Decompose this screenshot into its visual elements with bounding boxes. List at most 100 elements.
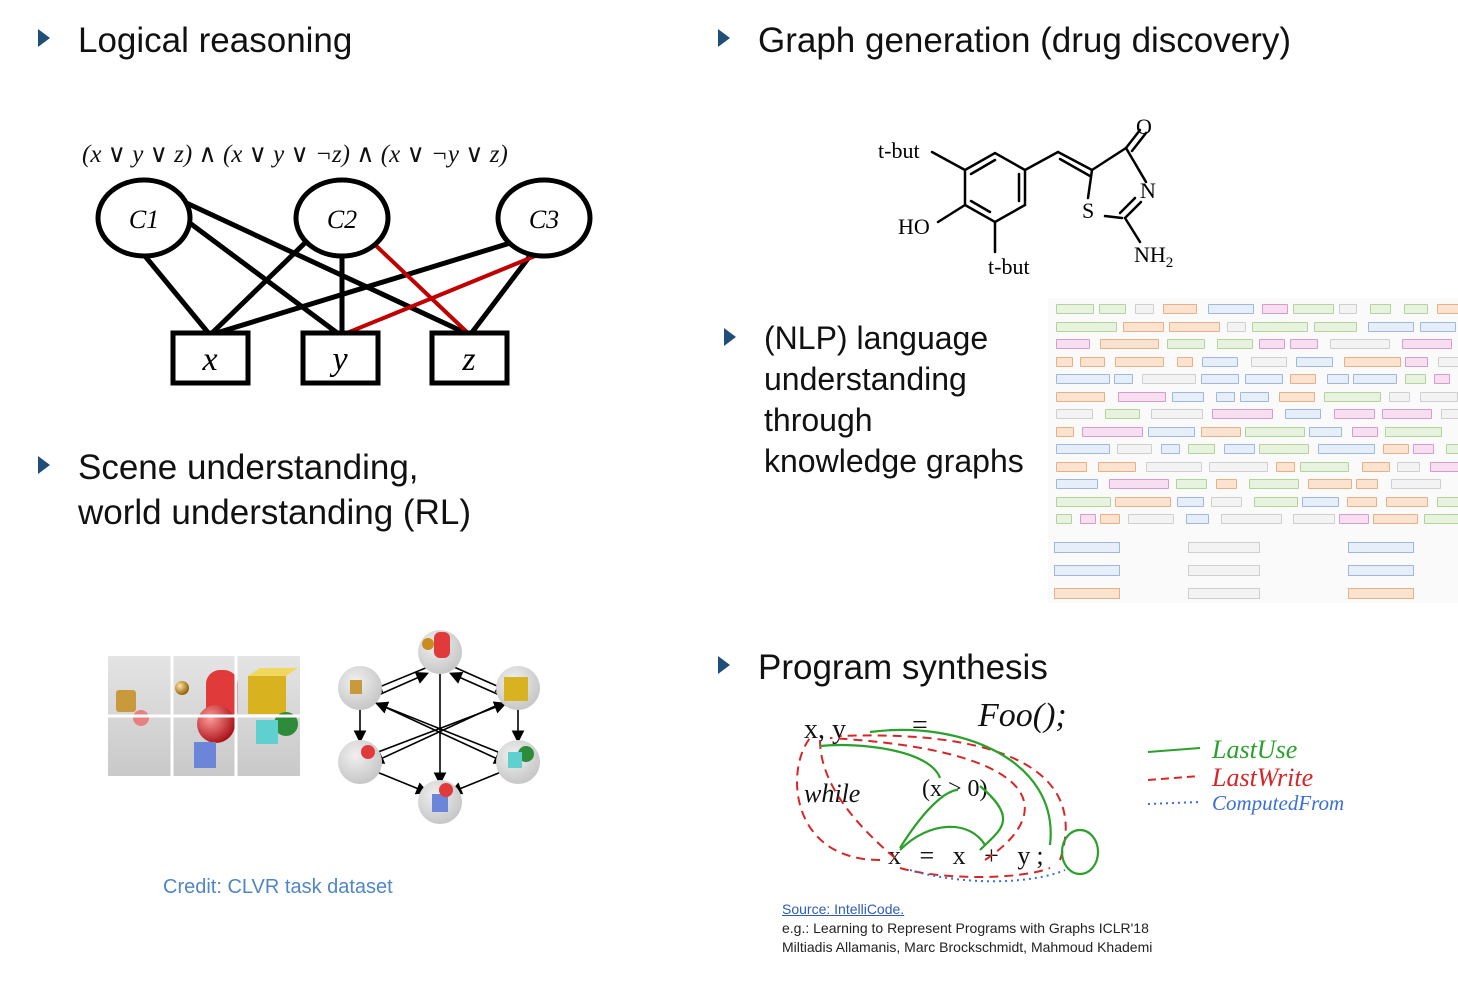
clause-label: C2 [327,205,357,234]
kg-annotation-chip [1441,409,1458,419]
clause-label: C3 [529,205,559,234]
kg-annotation-chip [1405,374,1426,384]
kg-annotation-chip [1437,304,1458,314]
bullet-line: through [764,402,873,438]
kg-annotation-chip [1082,426,1143,437]
kg-annotation-chip [1262,304,1288,314]
kg-annotation-chip [1240,391,1269,402]
sat-factor-graph: (x ∨ y ∨ z) ∧ (x ∨ y ∨ ¬z) ∧ (x ∨ ¬y ∨ z… [82,141,593,386]
kg-annotation-chip [1373,514,1418,524]
kg-relation-chip [1348,542,1414,553]
kg-annotation-chip [1186,514,1209,524]
bullet-scene-understanding: Scene understanding, world understanding… [38,445,471,535]
edge-c2-x [208,236,312,337]
source-citation: Source: IntelliCode. e.g.: Learning to R… [782,900,1152,957]
benzene-ring [963,151,1027,224]
kg-annotation-chip [1413,444,1434,454]
variable-node-z: z [429,330,510,386]
kg-annotation-chip [1105,409,1140,419]
kg-annotation-chip [1123,321,1164,332]
kg-annotation-chip [1177,496,1204,507]
kg-annotation-chip [1146,461,1202,472]
kg-annotation-chip [1397,461,1420,472]
kg-annotation-chip [1259,339,1285,349]
credit-caption: Credit: CLVR task dataset [163,876,393,898]
code-lhs: x, y [804,714,846,745]
kg-annotation-chip [1318,444,1375,454]
kg-annotation-chip [1370,304,1391,314]
kg-annotation-chip [1056,426,1074,437]
kg-annotation-chip [1300,461,1349,472]
kg-annotation-chip [1249,479,1299,489]
kg-annotation-chip [1211,496,1242,507]
last-write-edges [796,734,1067,878]
clause-node-c1: C1 [95,177,193,259]
knowledge-graph-illustration [1048,298,1458,603]
kg-annotation-chip [1276,461,1295,472]
kg-annotation-chip [1128,514,1174,524]
kg-annotation-chip [1056,409,1093,419]
kg-annotation-chip [1330,339,1390,349]
bullet-nlp: (NLP) language understanding through kno… [724,318,1024,482]
kg-annotation-chip [1161,444,1180,454]
bullet-text: Logical reasoning [78,21,353,60]
kg-annotation-chip [1252,321,1308,332]
citation-authors: Miltiadis Allamanis, Marc Brockschmidt, … [782,939,1153,955]
atom-tbut-top: t-but [878,138,920,163]
sat-negated-edges [341,238,541,337]
bullet-text: Scene understanding, world understanding… [78,445,471,535]
bullet-text: Graph generation (drug discovery) [758,21,1292,60]
variable-label: x [201,341,217,378]
kg-annotation-chip [1169,321,1220,332]
kg-annotation-chip [1056,479,1098,489]
kg-annotation-chip [1056,339,1090,349]
bullet-arrow-icon [38,29,50,47]
kg-annotation-chip [1389,391,1410,402]
kg-annotation-chip [1117,444,1152,454]
atom-o: O [1136,114,1152,139]
atom-n: N [1140,178,1156,203]
legend-last-write: LastWrite [1211,763,1313,792]
kg-annotation-chip [1314,321,1357,332]
kg-annotation-chip [1100,514,1120,524]
kg-annotation-chip [1163,304,1197,314]
kg-annotation-chip [1293,514,1335,524]
variable-node-y: y [300,330,381,386]
kg-annotation-chip [1352,426,1378,437]
kg-annotation-chip [1172,391,1204,402]
bullet-line: Scene understanding, [78,448,419,487]
bullet-arrow-icon [38,456,50,474]
bullet-program-synthesis: Program synthesis [718,645,1048,690]
kg-annotation-chip [1167,339,1205,349]
kg-annotation-chip [1402,339,1452,349]
citation-line: e.g.: Learning to Represent Programs wit… [782,920,1149,936]
kg-annotation-chip [1148,426,1195,437]
edge-c1-x [138,248,212,337]
kg-annotation-chip [1296,356,1333,367]
kg-annotation-chip [1251,356,1287,367]
kg-annotation-chip [1368,321,1414,332]
kg-annotation-chip [1177,356,1193,367]
legend-last-use: LastUse [1211,735,1297,764]
clause-node-c3: C3 [495,177,593,259]
atom-ho: HO [898,214,930,239]
kg-annotation-chip [1056,304,1094,314]
kg-annotation-chip [1437,496,1458,507]
kg-annotation-chip [1245,426,1305,437]
program-graph-diagram: x, y = Foo(); while (x > 0) x = x + y; L… [796,697,1344,883]
kg-annotation-chip [1056,461,1087,472]
variable-node-x: x [170,330,251,386]
kg-annotation-chip [1339,304,1357,314]
clvr-scene-grid [108,656,300,776]
clvr-scene-graph [338,630,540,824]
kg-annotation-chip [1217,339,1253,349]
kg-annotation-chip [1056,356,1073,367]
kg-annotation-chip [1142,374,1196,384]
kg-annotation-chip [1285,409,1321,419]
kg-annotation-chip [1353,374,1397,384]
kg-annotation-chip [1212,409,1273,419]
source-link[interactable]: Source: IntelliCode. [782,901,905,917]
kg-annotation-chip [1344,356,1401,367]
kg-relation-chip [1054,588,1120,599]
kg-annotation-chip [1188,444,1215,454]
